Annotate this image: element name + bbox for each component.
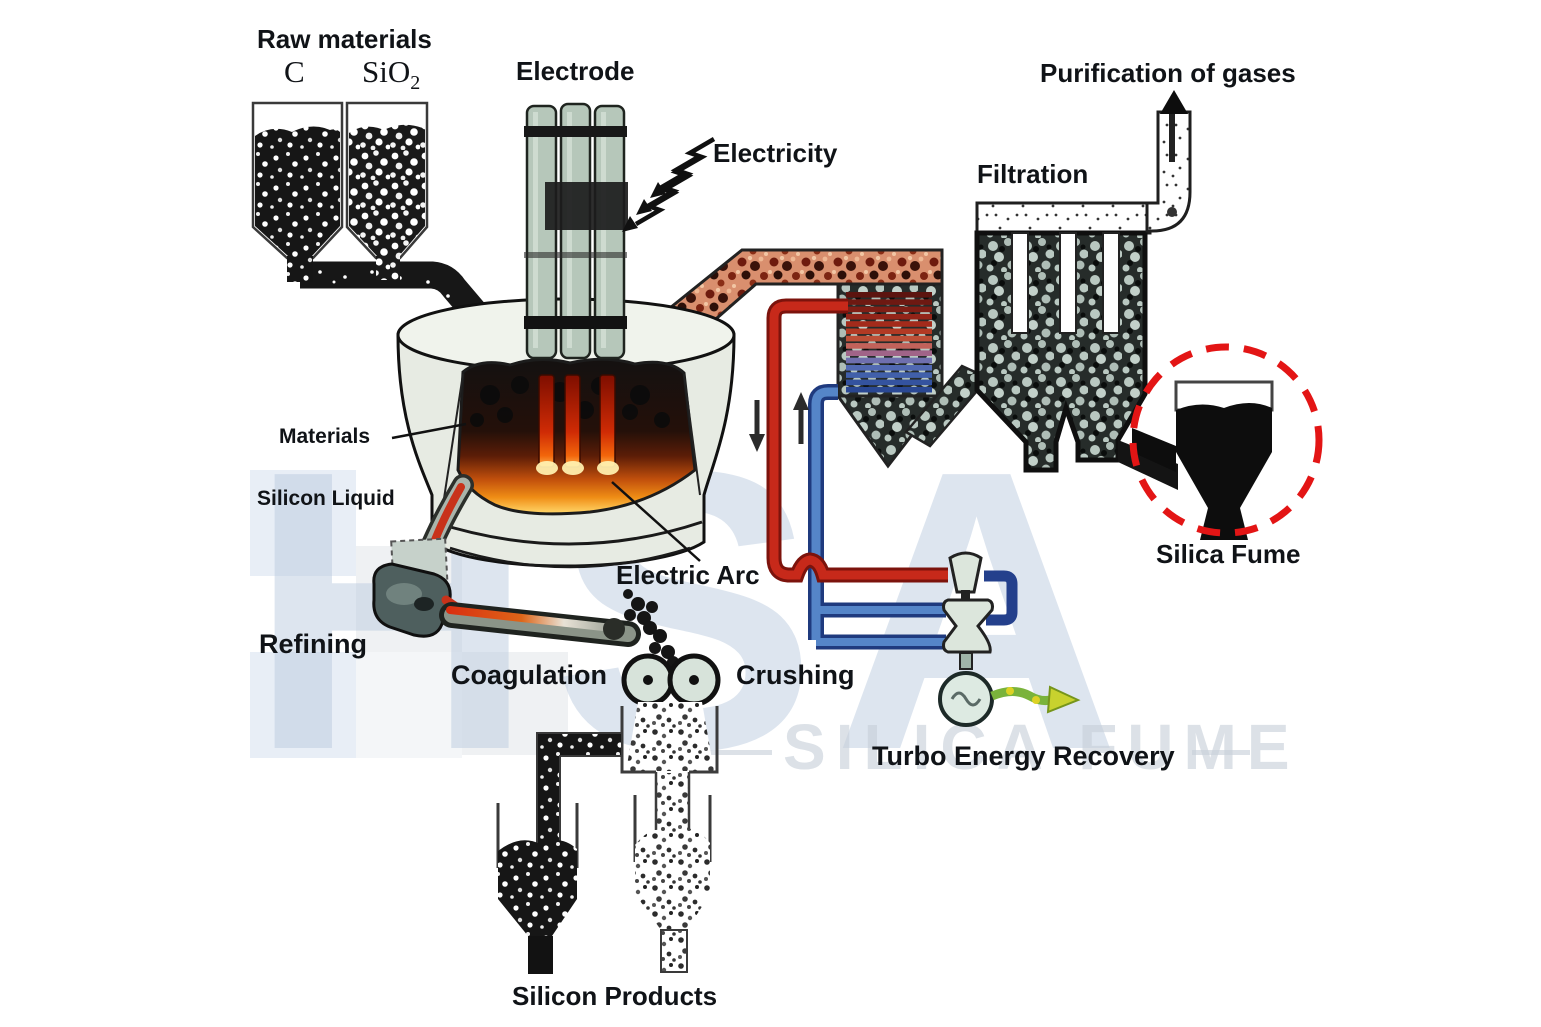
label-sio2: SiO2 — [362, 54, 421, 95]
hot-gas-pipe — [766, 298, 948, 583]
electric-arc-pointer-line — [611, 481, 701, 562]
silica-fume-highlight-circle — [1129, 343, 1323, 537]
watermark-text: SILICA FUME — [783, 711, 1300, 783]
generator-icon — [938, 671, 994, 727]
label-silicon-products: Silicon Products — [512, 981, 718, 1011]
baghouse-plenum — [975, 201, 1152, 235]
label-electricity: Electricity — [713, 138, 838, 168]
down-arrow-icon — [749, 400, 765, 452]
label-silica-fume: Silica Fume — [1156, 539, 1301, 569]
electrodes — [524, 102, 628, 360]
raw-hopper-c — [251, 101, 344, 282]
sio2-subscript: 2 — [410, 72, 421, 95]
valve-loop-pipe — [984, 570, 1018, 626]
stack-arrow-icon — [1160, 90, 1188, 114]
dark-product-duct — [536, 732, 623, 853]
electricity-bolts-icon — [622, 137, 716, 232]
label-electrode: Electrode — [516, 56, 635, 86]
watermark-dash-right — [1192, 750, 1250, 755]
electrode-tips — [536, 374, 619, 475]
silica-fume-inlet-chute — [1132, 428, 1176, 472]
refining-station — [372, 474, 474, 638]
gas-stack — [1145, 90, 1192, 233]
label-raw-materials: Raw materials — [257, 24, 432, 54]
heat-exchanger — [835, 282, 991, 469]
watermark-square — [356, 652, 462, 758]
coagulation-trough — [439, 602, 641, 647]
raw-hopper-sio2 — [345, 101, 429, 280]
turbine — [942, 598, 994, 654]
baghouse-filter — [974, 201, 1178, 490]
label-refining: Refining — [259, 629, 367, 659]
filter-bags-slots — [1011, 232, 1120, 334]
sio2-base: SiO — [362, 54, 411, 89]
crusher-rolls — [621, 653, 721, 707]
valve-knob — [948, 551, 983, 594]
heat-exchanger-coils — [846, 292, 932, 393]
watermark-square — [250, 652, 356, 758]
watermark-dash-left — [700, 750, 772, 755]
label-turbo-energy-recovery: Turbo Energy Recovery — [872, 741, 1175, 771]
label-carbon: C — [284, 54, 305, 89]
cold-gas-pipe — [808, 384, 946, 650]
label-purification: Purification of gases — [1040, 58, 1296, 88]
turbo-energy-recovery-unit — [938, 551, 1081, 727]
up-arrow-icon — [793, 392, 809, 444]
arc-furnace — [396, 297, 736, 569]
product-hopper-right — [633, 795, 712, 973]
label-silicon-liquid: Silicon Liquid — [257, 487, 395, 510]
watermark-square — [250, 470, 356, 576]
label-crushing: Crushing — [736, 660, 855, 690]
label-materials: Materials — [279, 425, 371, 448]
label-coagulation: Coagulation — [451, 660, 607, 690]
silica-fume-hopper — [1132, 380, 1274, 540]
energy-output-arrow-icon — [990, 685, 1081, 714]
materials-pointer-line — [391, 422, 467, 440]
molten-silicon-strip — [446, 606, 616, 632]
label-electric-arc: Electric Arc — [616, 560, 760, 590]
product-hopper-left — [496, 803, 579, 974]
label-filtration: Filtration — [977, 159, 1089, 189]
flow-arrows — [749, 392, 809, 452]
